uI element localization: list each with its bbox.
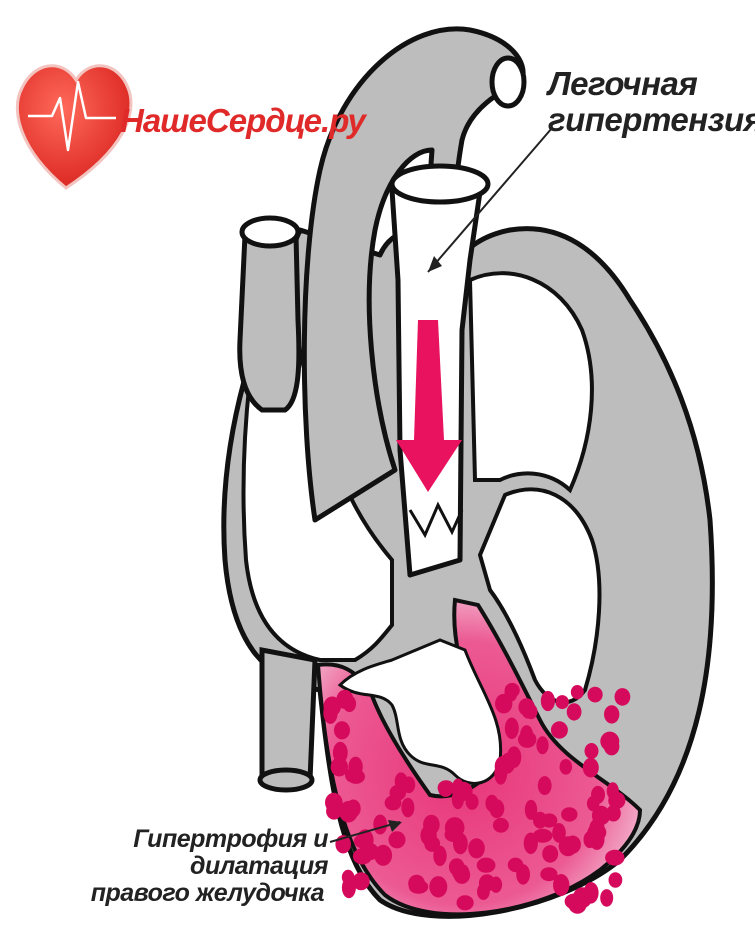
hypertrophy-dot <box>591 786 605 804</box>
rv-hypertrophy-line-1: Гипертрофия и дилатация <box>10 826 328 880</box>
hypertrophy-dot <box>457 895 474 910</box>
hypertrophy-dot <box>429 876 447 897</box>
hypertrophy-dot <box>571 685 584 699</box>
hypertrophy-dot <box>604 705 619 723</box>
superior-vena-cava <box>240 235 299 410</box>
hypertrophy-dot <box>342 870 355 885</box>
hypertrophy-dot <box>565 894 583 910</box>
hypertrophy-dot <box>389 831 406 848</box>
logo <box>17 66 131 188</box>
aorta-top-opening <box>492 58 524 106</box>
hypertrophy-dot <box>607 782 619 799</box>
hypertrophy-dot <box>334 721 350 739</box>
hypertrophy-dot <box>525 704 538 719</box>
pulmonary-hypertension-line-1: Легочная <box>548 66 755 102</box>
hypertrophy-dot <box>505 718 519 740</box>
hypertrophy-dot <box>556 695 569 709</box>
hypertrophy-dot <box>490 877 502 893</box>
hypertrophy-dot <box>551 721 568 738</box>
hypertrophy-dot <box>609 872 623 887</box>
hypertrophy-dot <box>605 850 624 866</box>
hypertrophy-dot <box>409 880 429 894</box>
hypertrophy-dot <box>525 800 537 820</box>
hypertrophy-dot <box>401 798 414 818</box>
pulmonary-hypertension-label: Легочная гипертензия <box>548 66 755 137</box>
hypertrophy-dot <box>583 758 599 778</box>
hypertrophy-dot <box>606 805 621 822</box>
hypertrophy-dot <box>615 688 631 706</box>
hypertrophy-dot <box>589 829 604 850</box>
hypertrophy-dot <box>423 815 440 835</box>
pulmonary-hypertension-line-2: гипертензия <box>548 102 755 138</box>
hypertrophy-dot <box>559 836 578 856</box>
hypertrophy-dot <box>333 742 348 764</box>
hypertrophy-dot <box>561 807 577 821</box>
ivc-opening <box>260 770 312 790</box>
hypertrophy-dot <box>560 759 573 775</box>
hypertrophy-dot <box>538 776 552 795</box>
hypertrophy-dot <box>457 864 470 882</box>
hypertrophy-dot <box>385 795 402 810</box>
logo-text[interactable]: НашеСердце.ру <box>120 102 365 140</box>
hypertrophy-dot <box>353 872 370 890</box>
hypertrophy-dot <box>588 687 603 703</box>
pulmonary-opening <box>392 166 488 202</box>
hypertrophy-dot <box>445 827 463 842</box>
hypertrophy-dot <box>600 889 613 907</box>
svc-opening <box>242 218 298 246</box>
hypertrophy-dot <box>541 691 555 711</box>
hypertrophy-dot <box>452 789 464 809</box>
hypertrophy-dot <box>438 780 455 795</box>
rv-hypertrophy-label: Гипертрофия и дилатация правого желудочк… <box>10 826 328 907</box>
inferior-vena-cava <box>262 650 315 780</box>
heart-logo-icon <box>17 66 131 188</box>
hypertrophy-dot <box>468 838 485 858</box>
hypertrophy-dot <box>400 777 415 792</box>
hypertrophy-dot <box>339 801 358 823</box>
hypertrophy-dot <box>374 845 392 866</box>
hypertrophy-dot <box>493 818 509 833</box>
hypertrophy-dot <box>533 829 553 843</box>
hypertrophy-dot <box>490 799 505 818</box>
hypertrophy-dot <box>477 883 490 900</box>
hypertrophy-dot <box>323 702 337 724</box>
hypertrophy-dot <box>336 690 353 709</box>
hypertrophy-dot <box>345 768 360 783</box>
hypertrophy-dot <box>540 867 557 881</box>
hypertrophy-dot <box>353 848 372 864</box>
rv-hypertrophy-line-2: правого желудочка <box>10 880 324 907</box>
hypertrophy-dot <box>508 858 524 873</box>
hypertrophy-dot <box>495 694 512 714</box>
hypertrophy-dot <box>477 858 496 873</box>
hypertrophy-dot <box>507 746 521 768</box>
hypertrophy-dot <box>536 736 548 754</box>
hypertrophy-dot <box>567 703 582 720</box>
hypertrophy-dot <box>585 743 599 759</box>
hypertrophy-dot <box>518 731 536 748</box>
hypertrophy-dot <box>600 732 619 751</box>
hypertrophy-dot <box>542 845 558 863</box>
hypertrophy-dot <box>433 846 446 866</box>
hypertrophy-dot <box>373 815 387 835</box>
